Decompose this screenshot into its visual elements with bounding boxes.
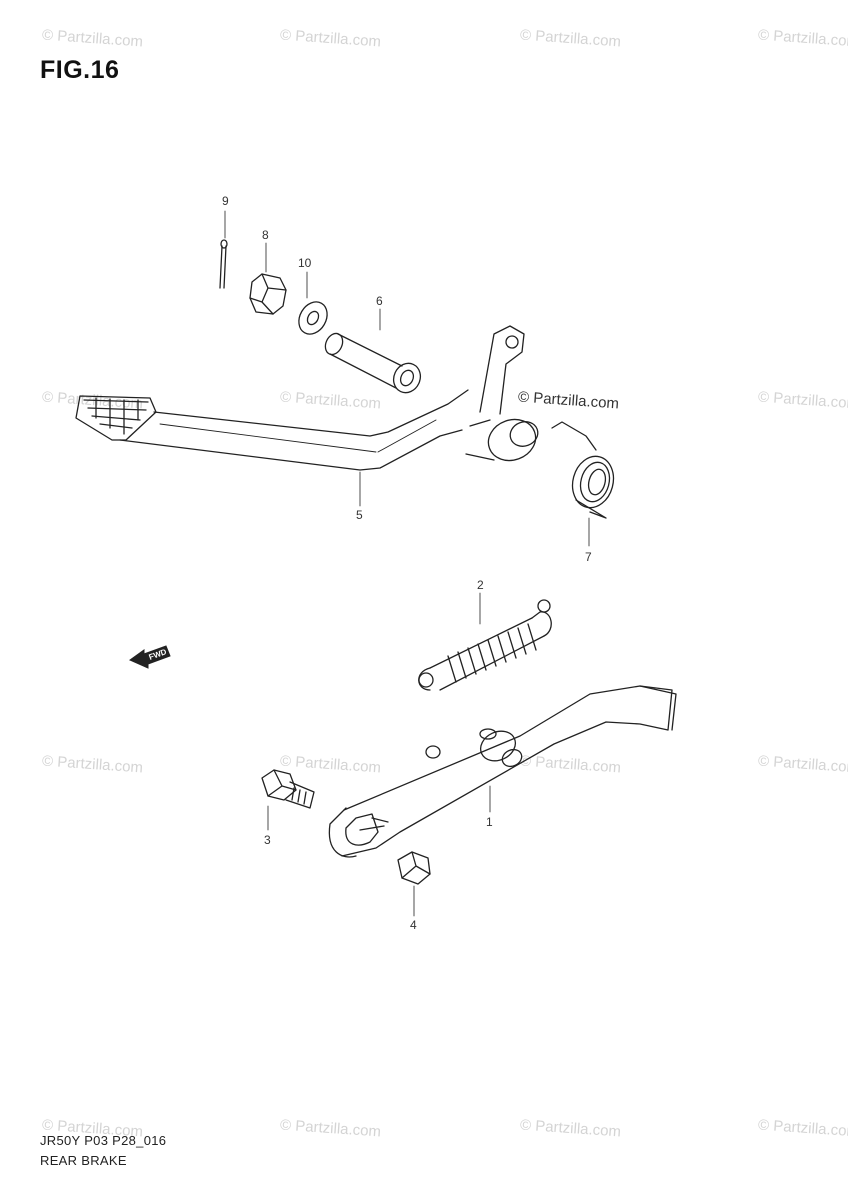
callout-6: 6 [376, 294, 383, 308]
side-stand-part [328, 685, 677, 858]
cotter-pin-part [219, 210, 228, 289]
callout-8: 8 [262, 228, 269, 242]
torsion-spring-part [551, 421, 615, 547]
bolt-part [261, 769, 315, 831]
nut-part [249, 242, 287, 315]
direction-arrow-icon: FWD [128, 645, 171, 669]
figure-code: JR50Y P03 P28_016 [40, 1133, 167, 1148]
callout-1: 1 [486, 815, 493, 829]
callout-3: 3 [264, 833, 271, 847]
callout-4: 4 [410, 918, 417, 932]
sleeve-part [324, 308, 422, 394]
callout-2: 2 [477, 578, 484, 592]
return-spring-part [418, 592, 552, 691]
nut-small-part [397, 851, 431, 917]
figure-name: REAR BRAKE [40, 1153, 127, 1168]
figure-title: FIG.16 [40, 56, 120, 84]
brake-pedal-part [75, 325, 539, 507]
callout-9: 9 [222, 194, 229, 208]
callout-10: 10 [298, 256, 312, 270]
washer-part [298, 271, 328, 335]
callout-7: 7 [585, 550, 592, 564]
callout-5: 5 [356, 508, 363, 522]
